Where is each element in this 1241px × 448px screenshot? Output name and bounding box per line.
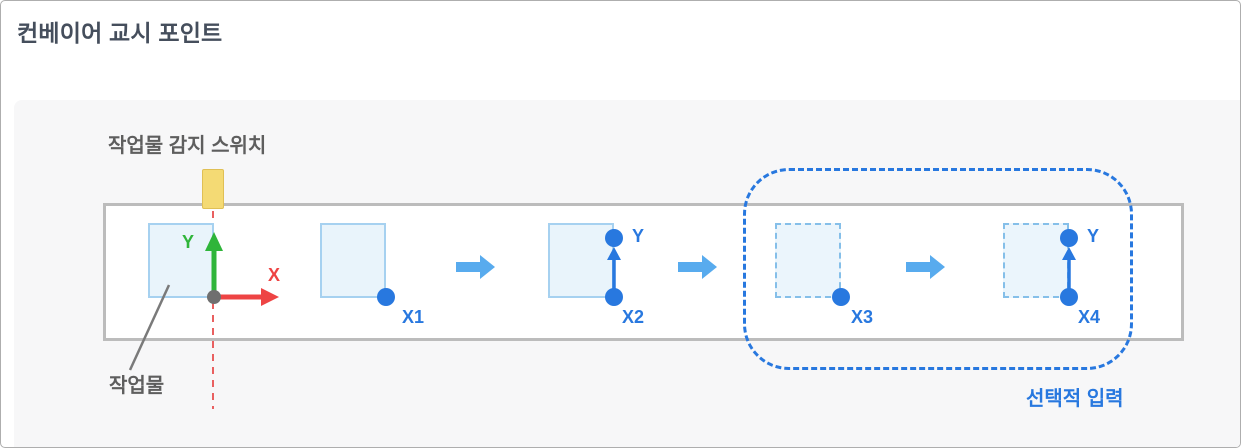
point-dot-x2-y <box>605 229 623 247</box>
flow-arrow-icon <box>906 255 945 279</box>
point-dot-x4 <box>1060 288 1078 306</box>
workpiece-4 <box>775 223 841 298</box>
optional-input-region <box>743 168 1133 370</box>
point-dot-x4-y <box>1060 229 1078 247</box>
axis-label-x: X <box>268 265 281 285</box>
workpiece-leader-line <box>128 284 171 371</box>
optional-input-label: 선택적 입력 <box>1026 388 1124 410</box>
point-dot-x3 <box>832 288 850 306</box>
point-dot-x1 <box>377 288 395 306</box>
origin-axes-icon <box>205 232 279 306</box>
flow-arrow-icon <box>678 255 717 279</box>
sensor-switch-label: 작업물 감지 스위치 <box>108 135 267 157</box>
sensor-detection-line <box>212 211 214 409</box>
teach-point-label-x2-y: Y <box>632 226 645 246</box>
point-link-arrow-icon <box>607 247 621 291</box>
workpiece-3 <box>548 223 614 298</box>
teach-point-label-x4-y: Y <box>1087 226 1100 246</box>
teach-point-label-x2: X2 <box>622 307 645 327</box>
flow-arrow-icon <box>456 255 495 279</box>
teach-point-label-x1: X1 <box>402 307 425 327</box>
sensor-switch <box>202 169 224 209</box>
point-dot-x2 <box>605 288 623 306</box>
point-link-arrow-icon <box>1062 247 1076 291</box>
workpiece-label: 작업물 <box>109 375 165 397</box>
teach-point-label-x3: X3 <box>851 307 874 327</box>
workpiece-2 <box>320 223 386 298</box>
axis-label-y: Y <box>182 232 195 252</box>
page-title: 컨베이어 교시 포인트 <box>17 20 223 46</box>
teach-point-label-x4: X4 <box>1078 307 1101 327</box>
